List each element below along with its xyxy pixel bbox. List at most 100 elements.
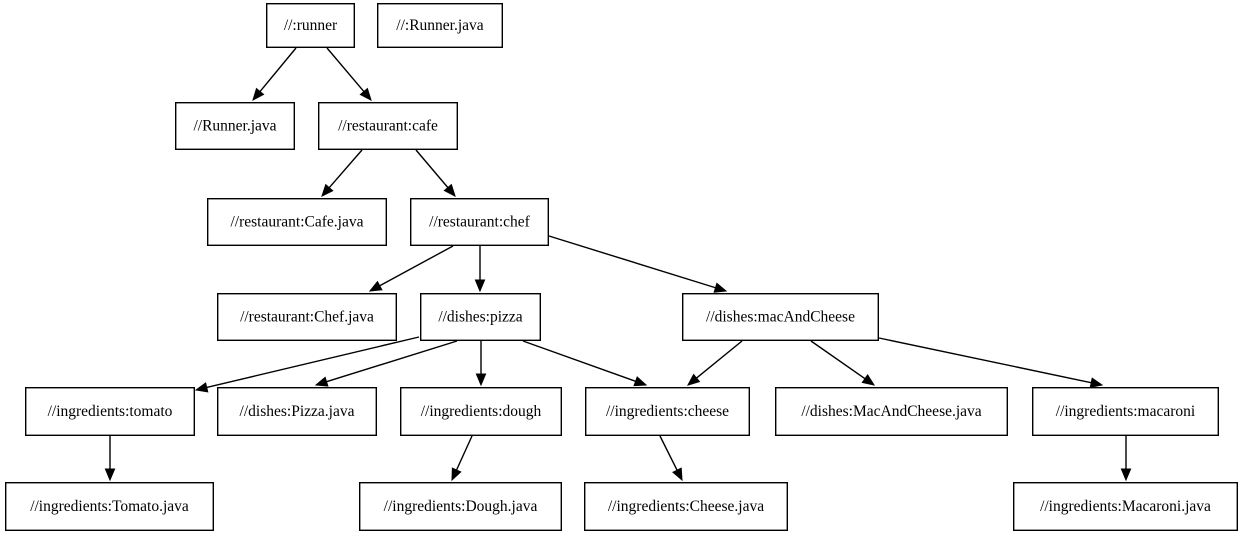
graph-edge	[194, 336, 420, 393]
node-label: //restaurant:chef	[429, 214, 531, 231]
graph-node[interactable]: //ingredients:dough	[400, 387, 563, 437]
graph-edge	[415, 149, 456, 197]
graph-edge	[522, 340, 648, 387]
edge-line	[522, 340, 636, 382]
graph-node[interactable]: //restaurant:Chef.java	[216, 293, 398, 342]
graph-node[interactable]: //dishes:macAndCheese	[682, 293, 880, 342]
graph-node[interactable]: //dishes:Pizza.java	[216, 387, 378, 437]
graph-edge	[326, 47, 372, 101]
node-box[interactable]	[216, 293, 398, 342]
node-box[interactable]	[25, 387, 196, 437]
node-box[interactable]	[585, 387, 751, 437]
node-box[interactable]	[318, 101, 459, 150]
node-label: //ingredients:Macaroni.java	[1040, 498, 1211, 515]
edge-arrowhead	[368, 280, 383, 292]
graph-node[interactable]: //ingredients:tomato	[25, 387, 196, 437]
node-box[interactable]	[174, 101, 295, 150]
edge-arrowhead	[713, 282, 728, 293]
graph-node[interactable]: //:Runner.java	[377, 3, 504, 48]
edge-arrowhead	[451, 467, 462, 482]
edge-arrowhead	[359, 87, 372, 101]
node-box[interactable]	[682, 293, 880, 342]
graph-node[interactable]: //dishes:pizza	[420, 293, 542, 342]
graph-edge	[314, 340, 458, 387]
node-label: //ingredients:cheese	[606, 403, 729, 420]
edge-arrowhead	[443, 183, 456, 197]
edge-arrowhead	[475, 373, 487, 387]
edge-line	[548, 235, 716, 289]
graph-node[interactable]: //restaurant:cafe	[318, 101, 459, 150]
node-box[interactable]	[420, 293, 542, 342]
graph-node[interactable]: //Runner.java	[174, 101, 295, 150]
node-box[interactable]	[1031, 387, 1219, 437]
graph-node[interactable]: //restaurant:Cafe.java	[206, 197, 388, 246]
graph-edge	[810, 340, 876, 386]
node-box[interactable]	[410, 197, 550, 246]
graph-node[interactable]: //ingredients:Macaroni.java	[1013, 482, 1239, 532]
graph-node[interactable]: //ingredients:Dough.java	[359, 482, 563, 532]
graph-node[interactable]: //ingredients:macaroni	[1031, 387, 1219, 437]
node-label: //dishes:macAndCheese	[706, 309, 855, 326]
edge-line	[259, 47, 297, 92]
edge-arrowhead	[314, 376, 329, 387]
edge-line	[206, 336, 420, 389]
node-box[interactable]	[216, 387, 378, 437]
graph-edge	[321, 149, 363, 197]
graph-node[interactable]: //ingredients:cheese	[585, 387, 751, 437]
edge-arrowhead	[672, 467, 683, 482]
node-label: //:runner	[284, 17, 338, 34]
node-label: //ingredients:macaroni	[1056, 403, 1196, 420]
node-label: //ingredients:dough	[421, 403, 542, 420]
graph-edge	[475, 341, 487, 387]
edge-line	[415, 149, 449, 189]
edge-arrowhead	[321, 183, 334, 197]
node-box[interactable]	[206, 197, 388, 246]
graph-edge	[1120, 436, 1132, 482]
graph-node[interactable]: //ingredients:Tomato.java	[4, 482, 215, 532]
node-label: //restaurant:Chef.java	[240, 309, 374, 326]
node-box[interactable]	[266, 3, 356, 48]
graph-edge	[659, 435, 683, 482]
node-label: //dishes:Pizza.java	[240, 403, 355, 420]
edge-arrowhead	[861, 374, 876, 386]
edge-arrowhead	[474, 279, 486, 293]
edge-line	[659, 435, 678, 471]
node-label: //ingredients:Tomato.java	[30, 498, 189, 515]
graph-edge	[474, 246, 486, 293]
node-box[interactable]	[584, 482, 789, 532]
graph-edge	[548, 235, 728, 293]
node-label: //ingredients:Dough.java	[384, 498, 538, 515]
graph-edge	[104, 436, 116, 482]
graph-node[interactable]: //:runner	[266, 3, 356, 48]
graph-node[interactable]: //restaurant:chef	[410, 197, 550, 246]
node-label: //restaurant:cafe	[338, 118, 438, 135]
edge-line	[379, 245, 454, 287]
graph-edge	[686, 340, 743, 386]
edge-arrowhead	[194, 382, 209, 393]
node-label: //ingredients:tomato	[48, 403, 173, 420]
node-box[interactable]	[1013, 482, 1239, 532]
edges-layer	[104, 47, 1132, 482]
edge-line	[455, 435, 473, 471]
graph-edge	[252, 47, 297, 101]
graph-edge	[878, 337, 1104, 388]
graph-edge	[368, 245, 454, 292]
edge-line	[328, 149, 363, 189]
edge-line	[810, 340, 866, 380]
node-box[interactable]	[359, 482, 563, 532]
node-box[interactable]	[4, 482, 215, 532]
graph-edge	[451, 435, 473, 482]
node-box[interactable]	[377, 3, 504, 48]
edge-arrowhead	[1089, 377, 1104, 388]
nodes-layer: //:runner //:Runner.java //Runner.java //re…	[4, 3, 1239, 532]
node-label: //dishes:pizza	[438, 309, 522, 326]
node-box[interactable]	[775, 387, 1009, 437]
edge-arrowhead	[104, 468, 116, 482]
graph-node[interactable]: //ingredients:Cheese.java	[584, 482, 789, 532]
edge-arrowhead	[633, 376, 648, 387]
edge-arrowhead	[686, 373, 701, 386]
graph-node[interactable]: //dishes:MacAndCheese.java	[775, 387, 1009, 437]
node-box[interactable]	[400, 387, 563, 437]
